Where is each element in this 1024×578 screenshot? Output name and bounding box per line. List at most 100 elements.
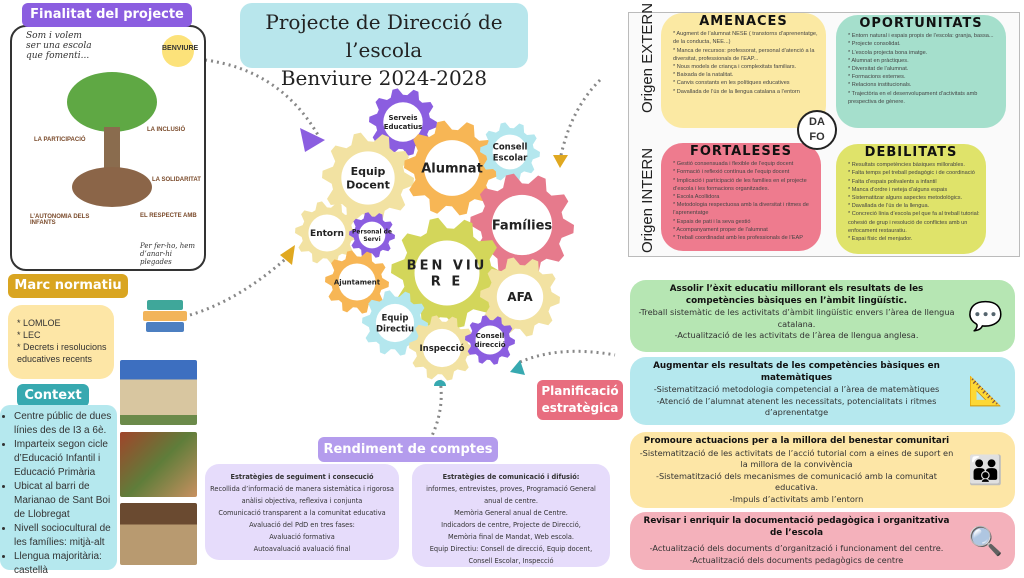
community-people-icon: 👪 — [968, 453, 1003, 487]
books-icon — [143, 300, 187, 336]
finalitat-closing: Per fer-ho, hem d’anar-hi plegades — [140, 242, 196, 266]
objectiu-linguistic: Assolir l’èxit educatiu millorant els re… — [630, 280, 1015, 352]
gear-label: Alumnat — [421, 162, 483, 177]
oportunitats-box: OPORTUNITATS * Entorn natural i espais p… — [836, 15, 1006, 128]
gear-label: Equip — [351, 165, 386, 178]
gear-hub — [496, 273, 544, 321]
objectiu-matematiques: Augmentar els resultats de les competènc… — [630, 357, 1015, 425]
context-item: Ubicat al barri de Marianao de Sant Boi … — [14, 480, 114, 522]
gear-label: Consell — [493, 143, 528, 153]
seguiment-box: Estratègies de seguiment i consecució Re… — [205, 464, 399, 560]
seguiment-line: Autoavaluació avaluació final — [253, 545, 351, 553]
gear-stakeholder: Inspecció — [409, 315, 475, 381]
fortaleses-item: * Metodologia respectuosa amb la diversi… — [673, 202, 809, 217]
objectiu-line: -Sistematització de les activitats de l’… — [639, 447, 954, 470]
objectiu-documentacio: Revisar i enriquir la documentació pedag… — [630, 512, 1015, 570]
debilitats-item: * Concreció línia d’escola pel que fa al… — [848, 211, 980, 234]
marc-item: * LOMLOE — [17, 318, 61, 328]
objectiu-title: Promoure actuacions per a la millora del… — [643, 436, 950, 446]
gear-label: Equip — [382, 314, 409, 324]
fortaleses-item: * Gestió consensuada i flexible de l’equ… — [673, 161, 794, 168]
gear-label: Inspecció — [420, 343, 465, 354]
context-item: Centre públic de dues línies des de I3 a… — [14, 410, 114, 438]
debilitats-item: * Manca d’ordre i neteja d’alguns espais — [848, 186, 948, 193]
fortaleses-item: * Espais de pati i la seva gestió — [673, 218, 751, 225]
gear-benviure-center: BEN VIUR E — [391, 217, 503, 329]
objectiu-line: -Sistematització dels mecanismes de comu… — [656, 470, 937, 493]
school-garden-photo — [120, 432, 197, 497]
amenaces-item: * Manca de recursos: professorat, person… — [673, 47, 815, 62]
fortaleses-box: FORTALESES * Gestió consensuada i flexib… — [661, 143, 821, 251]
debilitats-item: * Espai físic del menjador. — [848, 236, 913, 243]
fortaleses-item: * Implicació i participació de les famíl… — [673, 177, 807, 192]
school-yard-photo — [120, 503, 197, 565]
gear-label: Personal de — [352, 228, 392, 235]
finalitat-intro: Som i volem ser una escola que fomenti..… — [26, 31, 92, 61]
comunicacio-line: Memòria General anual de Centre. — [454, 509, 568, 517]
gear-label: BEN VIU — [407, 258, 488, 273]
benviure-logo: BENVIURE — [162, 35, 198, 67]
oportunitats-title: OPORTUNITATS — [859, 16, 983, 31]
planificacio-line: estratègica — [541, 401, 619, 415]
gear-hub — [492, 134, 528, 170]
debilitats-item: * Davallada de l’ús de la llengua. — [848, 203, 930, 210]
dafo-center-badge: DA FO — [797, 110, 837, 150]
comunicacio-line: Indicadors de centre, Projecte de Direcc… — [441, 521, 581, 529]
gear-stakeholder: Alumnat — [404, 120, 500, 216]
finalitat-badge: Finalitat del projecte — [22, 3, 192, 27]
gear-stakeholder: Famílies — [470, 173, 574, 277]
debilitats-title: DEBILITATS — [864, 145, 958, 160]
fortaleses-item: * Acompanyament proper de l’alumnat — [673, 226, 768, 233]
dafo-panel: Origen EXTERN Origen INTERN AMENACES * A… — [628, 3, 1020, 257]
value-solidaritat: LA SOLIDARITAT — [152, 177, 201, 183]
gear-hub — [491, 194, 553, 256]
rendiment-badge: Rendiment de comptes — [318, 437, 498, 462]
comunicacio-title: Estratègies de comunicació i difusió: — [442, 473, 580, 481]
debilitats-box: DEBILITATS * Resultats competències bàsi… — [836, 144, 986, 254]
comunicacio-line: informes, entrevistes, proves, Programac… — [426, 485, 596, 493]
planificacio-line: Planificació — [541, 384, 619, 398]
gear-label: Serveis — [388, 114, 417, 122]
oportunitats-item: * Entorn natural i espais propis de l’es… — [848, 33, 994, 40]
fortaleses-item: * Escola Acollidora — [673, 194, 720, 201]
seguiment-line: anàlisi objectiva, reflexiva i conjunta — [241, 497, 363, 505]
comunicacio-line: Equip Directiu: Consell de direcció, Equ… — [429, 545, 593, 553]
planificacio-badge: Planificació estratègica — [537, 380, 623, 420]
gear-hub — [358, 221, 386, 249]
amenaces-item: * Canvis constants en les polítiques edu… — [673, 80, 790, 87]
gear-label: Famílies — [492, 219, 553, 234]
debilitats-item: * Resultats competències bàsiques millor… — [848, 162, 965, 169]
objectiu-line: -Impuls d’activitats amb l’entorn — [729, 493, 864, 504]
gear-stakeholder: Entorn — [295, 201, 359, 265]
gear-hub — [383, 102, 423, 142]
gear-label: AFA — [507, 290, 533, 304]
tree-trunk — [104, 127, 120, 172]
objectiu-title: Augmentar els resultats de les competènc… — [653, 361, 940, 383]
amenaces-item: * Augment de l’alumnat NESE ( transtorns… — [673, 31, 818, 46]
seguiment-line: Recollida d’informació de manera sistemà… — [210, 485, 394, 493]
math-tools-icon: 📐 — [968, 374, 1003, 408]
amenaces-box: AMENACES * Augment de l’alumnat NESE ( t… — [661, 13, 826, 128]
oportunitats-item: * Diversitat de l’alumnat. — [848, 66, 909, 73]
dafo-center-line: DA — [809, 116, 825, 128]
debilitats-item: * Falta temps pel treball pedagògic i de… — [848, 170, 975, 177]
comunicacio-line: anual de centre. — [484, 497, 538, 505]
gear-hub — [338, 263, 376, 301]
oportunitats-item: * Alumnat en pràctiques. — [848, 57, 909, 64]
gear-hub — [422, 328, 462, 368]
amenaces-item: * Nous models de criança i complexitats … — [673, 64, 797, 71]
gear-label: Docent — [346, 179, 390, 192]
comunicacio-box: Estratègies de comunicació i difusió: in… — [412, 464, 610, 567]
marc-normatiu-badge: Marc normatiu — [8, 274, 128, 298]
oportunitats-item: * Formacions externes. — [848, 74, 906, 81]
gear-hub — [341, 151, 395, 205]
marc-normatiu-box: * LOMLOE * LEC * Decrets i resolucions e… — [8, 305, 114, 379]
oportunitats-item: * Projecte consolidat. — [848, 41, 901, 48]
gear-stakeholder: Ajuntament — [325, 250, 389, 314]
objectiu-line: -Actualització dels documents pedagògics… — [689, 554, 904, 565]
context-item: Nivell sociocultural de les famílies: mi… — [14, 522, 114, 550]
oportunitats-item: * L’escola projecta bona imatge. — [848, 49, 928, 56]
